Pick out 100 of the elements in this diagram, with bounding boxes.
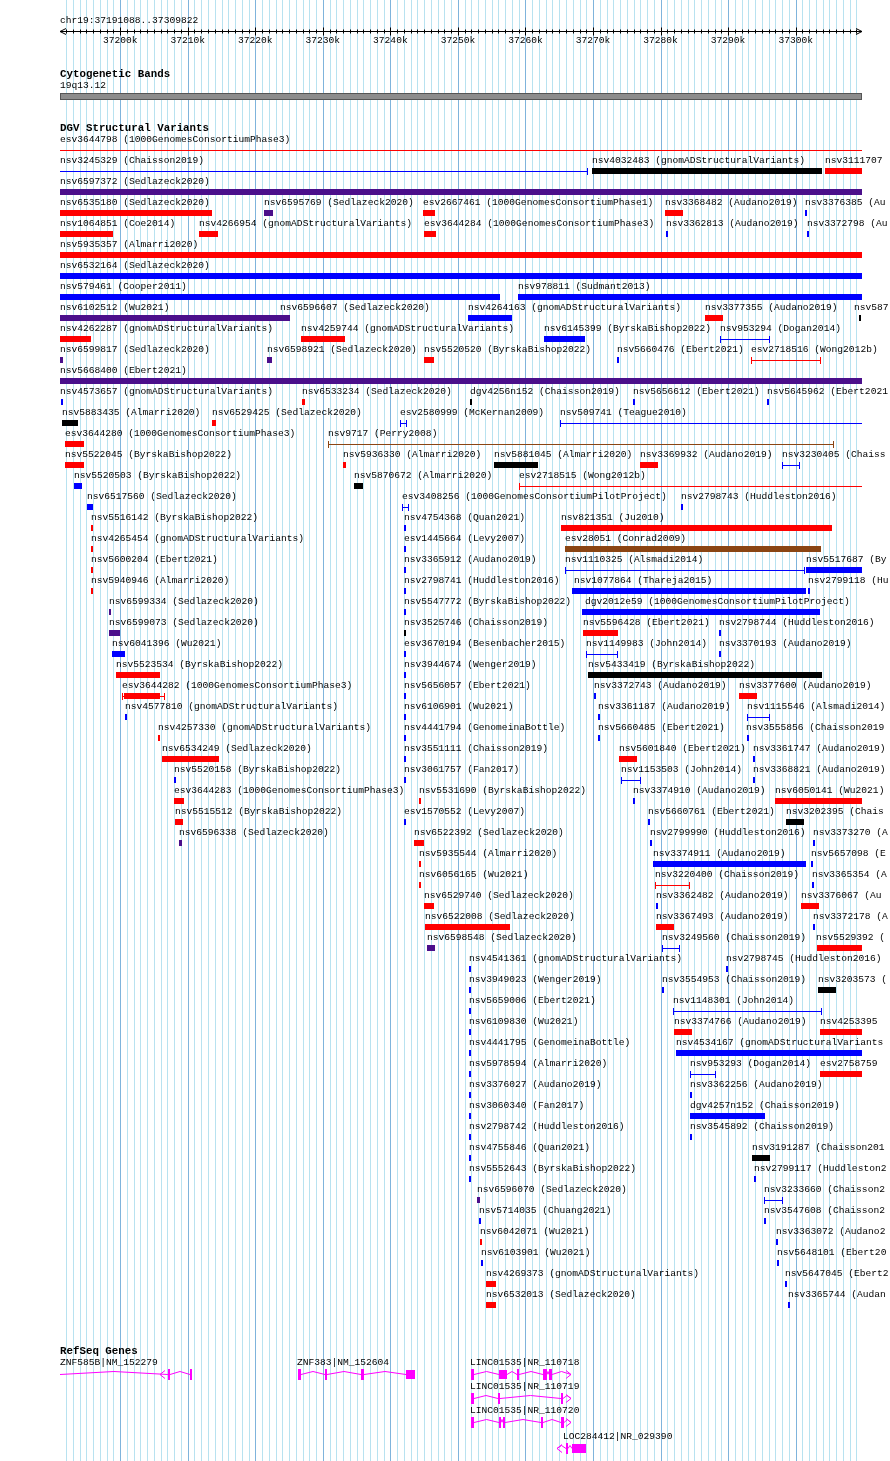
variant-label: nsv5520503 (ByrskaBishop2022) — [74, 470, 241, 482]
variant-label: nsv5596428 (Ebert2021) — [583, 617, 710, 629]
variant-label: nsv4577810 (gnomADStructuralVariants) — [125, 701, 339, 713]
variant-label: dgv2012e59 (1000GenomesConsortiumPilotProject) — [585, 596, 850, 608]
variant-label: nsv4441794 (GenomeinaBottle) — [404, 722, 566, 734]
variant-label: esv3408256 (1000GenomesConsortiumPilotProject) — [402, 491, 667, 503]
variant-label: nsv3551111 (Chaisson2019) — [404, 743, 548, 755]
variant-label: nsv5668400 (Ebert2021) — [60, 365, 187, 377]
variant-label: nsv509741 (Teague2010) — [560, 407, 687, 419]
variant-label: nsv6532013 (Sedlazeck2020) — [486, 1289, 636, 1301]
variant-label: nsv5647045 (Ebert2 — [785, 1268, 889, 1280]
variant-label: nsv4262287 (gnomADStructuralVariants) — [60, 323, 274, 335]
variant-label: nsv4266954 (gnomADStructuralVariants) — [199, 218, 413, 230]
variant-label: nsv2798742 (Huddleston2016) — [469, 1121, 625, 1133]
variant-label: nsv3554953 (Chaisson2019) — [662, 974, 806, 986]
variant-label: nsv3372798 (Au — [807, 218, 888, 230]
variant-label: nsv3368821 (Audano2019) — [753, 764, 886, 776]
variant-label: dgv4256n152 (Chaisson2019) — [470, 386, 620, 398]
variant-label: nsv3362813 (Audano2019) — [666, 218, 799, 230]
variant-label: nsv6596607 (Sedlazeck2020) — [280, 302, 430, 314]
variant-label: nsv1064851 (Coe2014) — [60, 218, 176, 230]
variant-label: nsv6050141 (Wu2021) — [775, 785, 885, 797]
variant-label: nsv3376385 (Au — [805, 197, 886, 209]
variant-label: nsv2798743 (Huddleston2016) — [681, 491, 837, 503]
variant-label: nsv2798741 (Huddleston2016) — [404, 575, 560, 587]
gene-label: LOC284412|NR_029390 — [563, 1431, 673, 1443]
variant-label: nsv4754368 (Quan2021) — [404, 512, 525, 524]
variant-label: nsv6102512 (Wu2021) — [60, 302, 170, 314]
variant-label: nsv5935357 (Almarri2020) — [60, 239, 199, 251]
variant-label: nsv5656612 (Ebert2021) — [633, 386, 760, 398]
variant-label: nsv5935544 (Almarri2020) — [419, 848, 558, 860]
variant-label: nsv3547608 (Chaisson2 — [764, 1205, 885, 1217]
axis-tick-label: 37270k — [575, 35, 611, 47]
variant-label: nsv3370193 (Audano2019) — [719, 638, 852, 650]
variant-label: nsv9717 (Perry2008) — [328, 428, 438, 440]
variant-label: nsv5660761 (Ebert2021) — [648, 806, 775, 818]
axis-tick-label: 37250k — [440, 35, 476, 47]
variant-label: esv3644798 (1000GenomesConsortiumPhase3) — [60, 134, 291, 146]
variant-label: nsv2798744 (Huddleston2016) — [719, 617, 875, 629]
variant-label: nsv5517687 (By — [806, 554, 887, 566]
variant-label: nsv5881045 (Almarri2020) — [494, 449, 633, 461]
variant-label: esv2667461 (1000GenomesConsortiumPhase1) — [423, 197, 654, 209]
variant-label: nsv6599817 (Sedlazeck2020) — [60, 344, 210, 356]
axis-tick-label: 37230k — [305, 35, 341, 47]
variant-label: nsv3377355 (Audano2019) — [705, 302, 838, 314]
variant-label: nsv6534249 (Sedlazeck2020) — [162, 743, 312, 755]
variant-label: nsv5978594 (Almarri2020) — [469, 1058, 608, 1070]
cytoband-label: 19q13.12 — [60, 80, 107, 92]
variant-label: nsv3545892 (Chaisson2019) — [690, 1121, 834, 1133]
variant-label: nsv3944674 (Wenger2019) — [404, 659, 537, 671]
variant-label: nsv6145399 (ByrskaBishop2022) — [544, 323, 711, 335]
variant-label: nsv3525746 (Chaisson2019) — [404, 617, 548, 629]
variant-label: nsv5936330 (Almarri2020) — [343, 449, 482, 461]
variant-label: nsv3949023 (Wenger2019) — [469, 974, 602, 986]
variant-label: nsv4534167 (gnomADStructuralVariants — [676, 1037, 884, 1049]
variant-label: nsv6529425 (Sedlazeck2020) — [212, 407, 362, 419]
axis-tick-label: 37300k — [778, 35, 813, 47]
variant-label: nsv4253395 — [820, 1016, 878, 1028]
variant-label: nsv6595769 (Sedlazeck2020) — [264, 197, 414, 209]
variant-label: nsv821351 (Ju2010) — [561, 512, 665, 524]
variant-label: nsv1110325 (Alsmadi2014) — [565, 554, 704, 566]
variant-label: nsv1077864 (Thareja2015) — [574, 575, 713, 587]
variant-label: esv3670194 (Besenbacher2015) — [404, 638, 566, 650]
variant-label: nsv3362482 (Audano2019) — [656, 890, 789, 902]
variant-label: esv3644283 (1000GenomesConsortiumPhase3) — [174, 785, 405, 797]
variant-label: nsv3374910 (Audano2019) — [633, 785, 766, 797]
variant-label: nsv3061757 (Fan2017) — [404, 764, 520, 776]
variant-label: esv3644284 (1000GenomesConsortiumPhase3) — [424, 218, 655, 230]
variant-label: nsv6596070 (Sedlazeck2020) — [477, 1184, 627, 1196]
variant-label: nsv3365354 (A — [812, 869, 887, 881]
variant-label: nsv4573657 (gnomADStructuralVariants) — [60, 386, 274, 398]
variant-label: nsv6103901 (Wu2021) — [481, 1247, 591, 1259]
variant-label: nsv953294 (Dogan2014) — [720, 323, 841, 335]
variant-label: esv2758759 — [820, 1058, 878, 1070]
variant-label: nsv3191287 (Chaisson201 — [752, 1142, 885, 1154]
variant-label: nsv5645962 (Ebert2021 — [767, 386, 888, 398]
gene-label: LINC01535|NR_110718 — [470, 1357, 580, 1369]
gene-label: ZNF585B|NM_152279 — [60, 1357, 158, 1369]
axis-tick-label: 37260k — [508, 35, 543, 47]
variant-label: nsv4269373 (gnomADStructuralVariants) — [486, 1268, 700, 1280]
variant-label: nsv6599334 (Sedlazeck2020) — [109, 596, 259, 608]
variant-label: nsv3245329 (Chaisson2019) — [60, 155, 204, 167]
variant-label: esv1445664 (Levy2007) — [404, 533, 525, 545]
variant-label: nsv3369932 (Audano2019) — [640, 449, 773, 461]
variant-label: nsv2799117 (Huddleston2 — [754, 1163, 887, 1175]
variant-label: esv3644282 (1000GenomesConsortiumPhase3) — [122, 680, 353, 692]
variant-label: nsv6106901 (Wu2021) — [404, 701, 514, 713]
variant-label: nsv3230405 (Chaiss — [782, 449, 886, 461]
variant-label: nsv6056165 (Wu2021) — [419, 869, 529, 881]
variant-label: nsv5433419 (ByrskaBishop2022) — [588, 659, 755, 671]
variant-label: nsv6597372 (Sedlazeck2020) — [60, 176, 210, 188]
variant-label: esv3644280 (1000GenomesConsortiumPhase3) — [65, 428, 296, 440]
variant-label: nsv3365744 (Audan — [788, 1289, 886, 1301]
variant-label: nsv978811 (Sudmant2013) — [518, 281, 651, 293]
variant-label: nsv4264163 (gnomADStructuralVariants) — [468, 302, 682, 314]
variant-label: nsv3368482 (Audano2019) — [665, 197, 798, 209]
variant-label: nsv6596338 (Sedlazeck2020) — [179, 827, 329, 839]
variant-label: nsv5552643 (ByrskaBishop2022) — [469, 1163, 636, 1175]
variant-label: nsv3367493 (Audano2019) — [656, 911, 789, 923]
variant-label: nsv2799990 (Huddleston2016) — [650, 827, 806, 839]
